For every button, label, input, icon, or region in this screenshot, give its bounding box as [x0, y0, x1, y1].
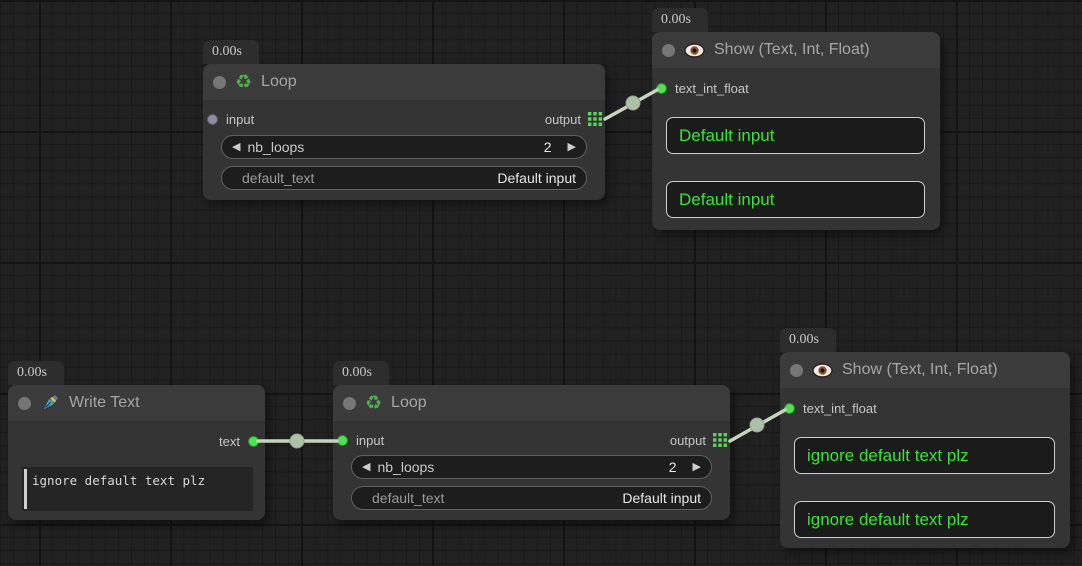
- widget-label: default_text: [372, 490, 445, 506]
- widget-value[interactable]: Default input: [622, 490, 701, 506]
- pen-icon: [40, 393, 60, 413]
- widget-value[interactable]: 2: [543, 139, 552, 155]
- recycle-icon: ♻: [235, 71, 253, 93]
- execution-time-badge: 0.00s: [333, 361, 389, 385]
- eye-icon: [684, 42, 705, 58]
- text-caret: [24, 469, 27, 509]
- output-slot-dot[interactable]: [248, 435, 259, 447]
- grid-output-icon[interactable]: [713, 433, 727, 447]
- node-show-bottom[interactable]: 0.00s Show (Text, Int, Float) text_int_f…: [780, 328, 1070, 548]
- execution-time-badge: 0.00s: [203, 40, 259, 64]
- node-header[interactable]: Write Text: [8, 385, 265, 421]
- node-show-top[interactable]: 0.00s Show (Text, Int, Float) text_int_f…: [652, 8, 940, 230]
- collapse-dot[interactable]: [790, 363, 803, 377]
- execution-time-badge: 0.00s: [780, 328, 836, 352]
- show-output-box[interactable]: ignore default text plz: [794, 437, 1055, 474]
- node-write-text[interactable]: 0.00s Write Text text ignore default tex…: [8, 361, 265, 520]
- nb-loops-stepper[interactable]: ◀ nb_loops 2 ▶: [221, 135, 587, 159]
- grid-output-icon[interactable]: [588, 112, 602, 126]
- input-slot-dot[interactable]: [784, 402, 795, 414]
- node-loop-top[interactable]: 0.00s ♻ Loop input output ◀ nb_loops 2 ▶…: [203, 40, 605, 200]
- node-title: Loop: [391, 394, 427, 411]
- node-title: Loop: [261, 73, 297, 90]
- input-slot-label: text_int_float: [803, 400, 877, 416]
- show-output-box[interactable]: Default input: [666, 181, 925, 218]
- node-header[interactable]: Show (Text, Int, Float): [652, 32, 940, 68]
- input-slot-dot[interactable]: [207, 113, 218, 125]
- stepper-left-arrow[interactable]: ◀: [362, 460, 371, 473]
- node-title: Write Text: [69, 394, 140, 411]
- node-title: Show (Text, Int, Float): [842, 361, 998, 378]
- stepper-left-arrow[interactable]: ◀: [232, 140, 241, 153]
- input-slot-label: text_int_float: [675, 80, 749, 96]
- output-slot-label: output: [669, 432, 706, 448]
- collapse-dot[interactable]: [343, 396, 356, 410]
- execution-time-badge: 0.00s: [8, 361, 64, 385]
- output-slot-label: text: [219, 433, 240, 449]
- input-slot-dot[interactable]: [656, 82, 667, 94]
- widget-label: nb_loops: [247, 139, 305, 155]
- text-input-area[interactable]: ignore default text plz: [22, 467, 253, 511]
- input-slot-dot[interactable]: [337, 434, 348, 446]
- stepper-right-arrow[interactable]: ▶: [567, 140, 576, 153]
- input-slot-label: input: [356, 432, 385, 448]
- widget-label: nb_loops: [377, 459, 435, 475]
- show-output-box[interactable]: Default input: [666, 117, 925, 154]
- widget-label: default_text: [242, 170, 315, 186]
- node-loop-bottom[interactable]: 0.00s ♻ Loop input output ◀ nb_loops 2 ▶…: [333, 361, 730, 520]
- collapse-dot[interactable]: [213, 75, 226, 89]
- execution-time-badge: 0.00s: [652, 8, 708, 32]
- node-header[interactable]: ♻ Loop: [203, 64, 605, 100]
- default-text-widget[interactable]: default_text Default input: [221, 166, 587, 190]
- input-slot-label: input: [226, 111, 255, 127]
- node-header[interactable]: Show (Text, Int, Float): [780, 352, 1070, 388]
- widget-value[interactable]: 2: [668, 459, 677, 475]
- show-output-box[interactable]: ignore default text plz: [794, 501, 1055, 538]
- node-title: Show (Text, Int, Float): [714, 41, 870, 58]
- collapse-dot[interactable]: [18, 396, 31, 410]
- nb-loops-stepper[interactable]: ◀ nb_loops 2 ▶: [351, 455, 712, 479]
- output-slot-label: output: [544, 111, 581, 127]
- eye-icon: [812, 362, 833, 378]
- widget-value[interactable]: Default input: [497, 170, 576, 186]
- collapse-dot[interactable]: [662, 43, 675, 57]
- stepper-right-arrow[interactable]: ▶: [692, 460, 701, 473]
- default-text-widget[interactable]: default_text Default input: [351, 486, 712, 510]
- node-header[interactable]: ♻ Loop: [333, 385, 730, 421]
- textarea-value: ignore default text plz: [32, 473, 206, 488]
- recycle-icon: ♻: [365, 392, 383, 414]
